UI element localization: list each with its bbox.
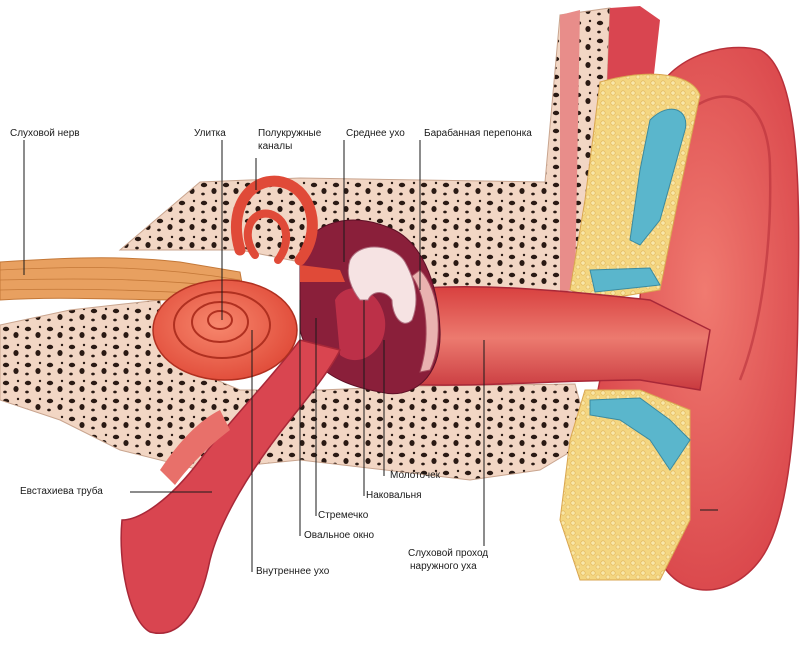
leader-lines [23, 140, 718, 572]
label-ear-canal-line1: Слуховой проход [408, 548, 489, 559]
label-inner-ear: Внутреннее ухо [256, 566, 330, 577]
label-oval-window: Овальное окно [304, 530, 375, 541]
ear-canal [399, 286, 711, 391]
eustachian-tube [120, 339, 342, 635]
label-eustachian-tube: Евстахиева труба [20, 486, 103, 497]
label-semicircular-canals-line2: каналы [258, 141, 293, 152]
label-eardrum: Барабанная перепонка [424, 128, 532, 139]
label-ear-canal-line2: наружного уха [410, 561, 477, 572]
eardrum [411, 269, 439, 373]
label-auditory-nerve: Слуховой нерв [10, 128, 80, 139]
cochlea [152, 279, 298, 381]
semicircular-canals [230, 175, 318, 266]
label-stirrup: Стремечко [318, 510, 369, 521]
label-hammer: Молоточек [390, 470, 441, 481]
ossicles [347, 246, 417, 324]
label-semicircular-canals-line1: Полукружные [258, 128, 322, 139]
fluid-upper [629, 108, 687, 246]
fluid-lower [589, 397, 691, 471]
label-middle-ear: Среднее ухо [346, 128, 405, 139]
label-anvil: Наковальня [366, 490, 422, 501]
label-cochlea: Улитка [194, 128, 226, 139]
